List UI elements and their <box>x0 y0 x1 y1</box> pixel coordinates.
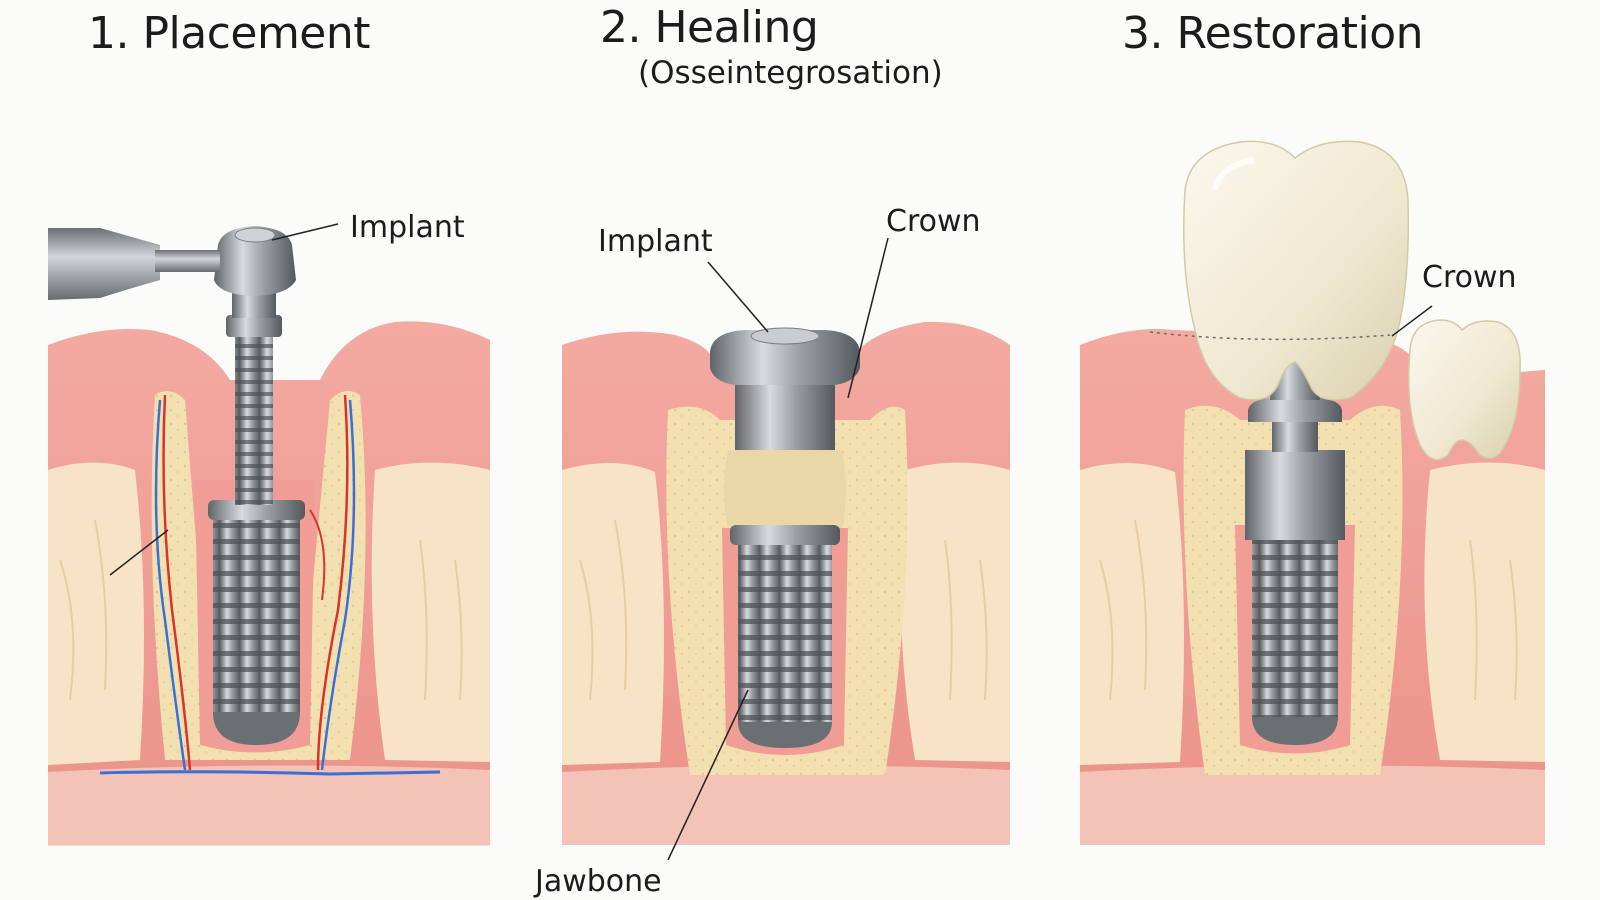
panel-subtitle-healing: (Osseintegrosation) <box>638 55 943 91</box>
label-crown-healing: Crown <box>886 204 981 239</box>
label-crown-restoration: Crown <box>1422 260 1517 295</box>
panel-healing <box>562 237 1010 861</box>
adjacent-root-right <box>371 462 490 762</box>
adjacent-root-left <box>48 462 144 765</box>
implant-screw-icon <box>208 500 305 745</box>
panel-title-placement: 1. Placement <box>88 8 371 59</box>
nerve-red <box>162 394 192 771</box>
panel-title-restoration: 3. Restoration <box>1122 8 1424 59</box>
implant-screw-icon <box>730 525 840 748</box>
drill-bit <box>235 330 273 505</box>
label-implant-healing: Implant <box>598 224 713 259</box>
panel-placement <box>48 223 490 846</box>
nerve-blue <box>99 770 441 776</box>
crown-tooth-icon <box>1183 140 1410 401</box>
implant-screw-icon <box>1245 450 1345 745</box>
panel-title-healing: 2. Healing <box>600 2 819 53</box>
panel-restoration <box>1080 140 1545 845</box>
drill-handpiece-icon <box>48 228 220 300</box>
label-jawbone: Jawbone <box>535 864 662 899</box>
drill-head <box>214 226 296 296</box>
label-implant-placement: Implant <box>350 210 465 245</box>
adjacent-tooth-icon <box>1408 319 1521 461</box>
